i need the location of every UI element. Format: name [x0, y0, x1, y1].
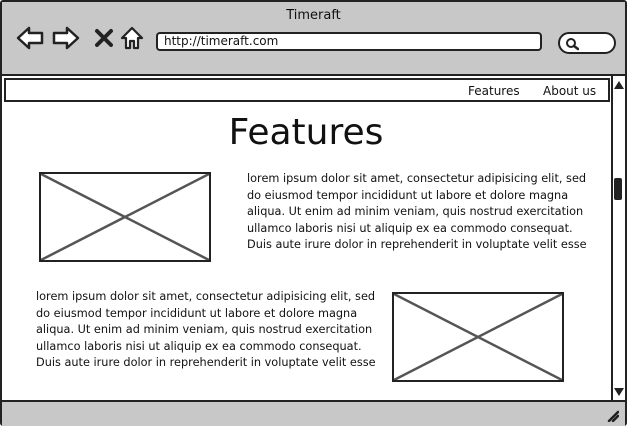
feature-paragraph-1: lorem ipsum dolor sit amet, consectetur …	[247, 172, 587, 251]
address-bar[interactable]: http://timeraft.com	[156, 32, 542, 51]
image-placeholder-cross	[40, 172, 210, 262]
scroll-down-icon[interactable]	[614, 388, 624, 396]
vertical-scrollbar[interactable]	[611, 76, 625, 400]
nav-bar: Features About us	[4, 78, 610, 102]
scroll-thumb[interactable]	[614, 178, 622, 200]
status-bar	[2, 402, 625, 426]
page-title: Features	[228, 112, 384, 153]
home-button[interactable]	[118, 24, 146, 52]
search-box[interactable]	[558, 32, 616, 54]
nav-item-about-us[interactable]: About us	[543, 84, 597, 98]
page-content: Features About us Features lorem ipsum d…	[2, 74, 625, 402]
back-arrow-icon	[16, 26, 44, 50]
scroll-up-icon[interactable]	[614, 81, 624, 89]
window-title: Timeraft	[286, 8, 341, 23]
stop-button[interactable]	[90, 24, 118, 52]
forward-button[interactable]	[52, 24, 80, 52]
close-x-icon	[95, 29, 113, 47]
image-placeholder-2	[392, 292, 564, 382]
back-button[interactable]	[16, 24, 44, 52]
forward-arrow-icon	[52, 26, 80, 50]
feature-paragraph-2: lorem ipsum dolor sit amet, consectetur …	[36, 290, 376, 369]
title-bar: Timeraft http://timeraft.com	[2, 2, 625, 74]
nav-item-features[interactable]: Features	[468, 84, 520, 98]
home-icon	[120, 26, 144, 50]
image-placeholder-cross	[393, 292, 563, 382]
search-icon	[566, 38, 579, 51]
image-placeholder-1	[39, 172, 211, 262]
resize-grip-icon[interactable]	[605, 408, 619, 422]
